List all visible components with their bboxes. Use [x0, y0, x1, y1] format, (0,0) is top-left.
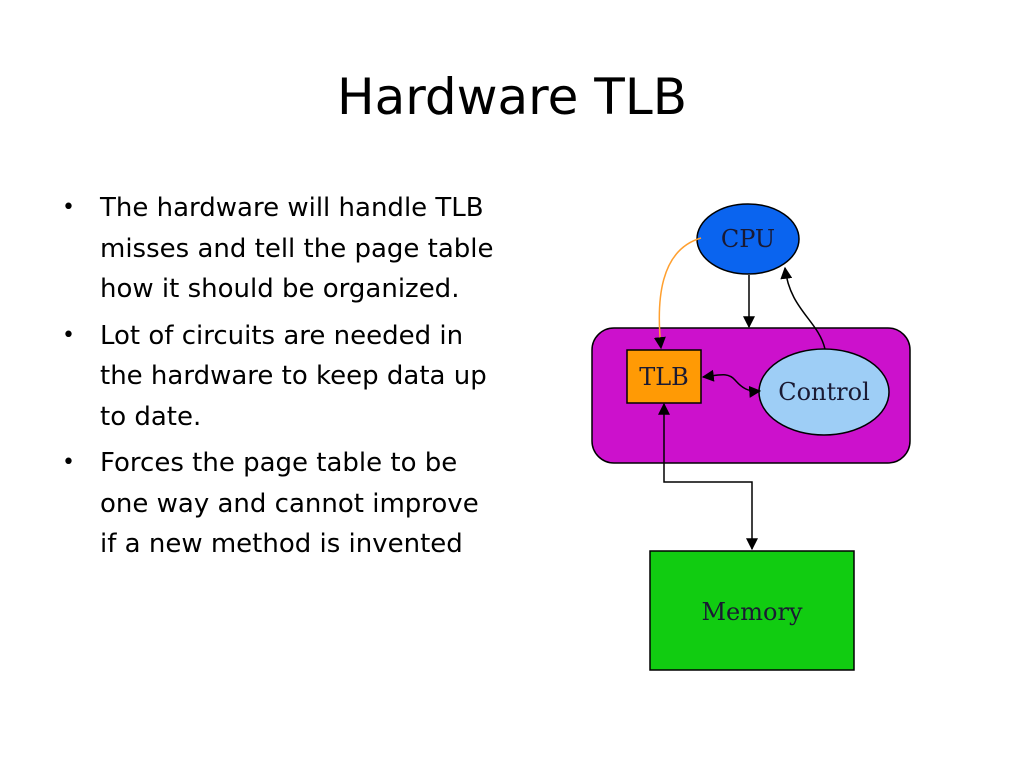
tlb-label: TLB: [639, 363, 689, 391]
control-label: Control: [778, 378, 870, 406]
bullet-item: • Forces the page table to be one way an…: [60, 443, 500, 565]
bullet-text: Lot of circuits are needed in the hardwa…: [100, 320, 487, 432]
bullet-dot-icon: •: [62, 322, 75, 348]
memory-label: Memory: [701, 598, 802, 626]
bullet-list: • The hardware will handle TLB misses an…: [60, 188, 500, 571]
bullet-dot-icon: •: [62, 450, 75, 475]
tlb-node: TLB: [626, 349, 702, 404]
bullet-text: Forces the page table to be one way and …: [100, 448, 479, 559]
bullet-item: • The hardware will handle TLB misses an…: [60, 188, 500, 310]
bullet-text: The hardware will handle TLB misses and …: [100, 193, 494, 304]
control-to-cpu-edge: [780, 266, 826, 350]
memory-node: Memory: [649, 550, 855, 671]
tlb-memory-edge: [658, 402, 758, 551]
cpu-label: CPU: [721, 225, 775, 253]
tlb-control-edge: [701, 369, 762, 398]
cpu-to-tlb-edge: [653, 237, 702, 350]
bullet-dot-icon: •: [62, 195, 75, 220]
slide-title: Hardware TLB: [337, 68, 687, 126]
cpu-node: CPU: [696, 203, 800, 275]
control-node: Control: [758, 348, 890, 436]
bullet-item: • Lot of circuits are needed in the hard…: [60, 316, 500, 438]
